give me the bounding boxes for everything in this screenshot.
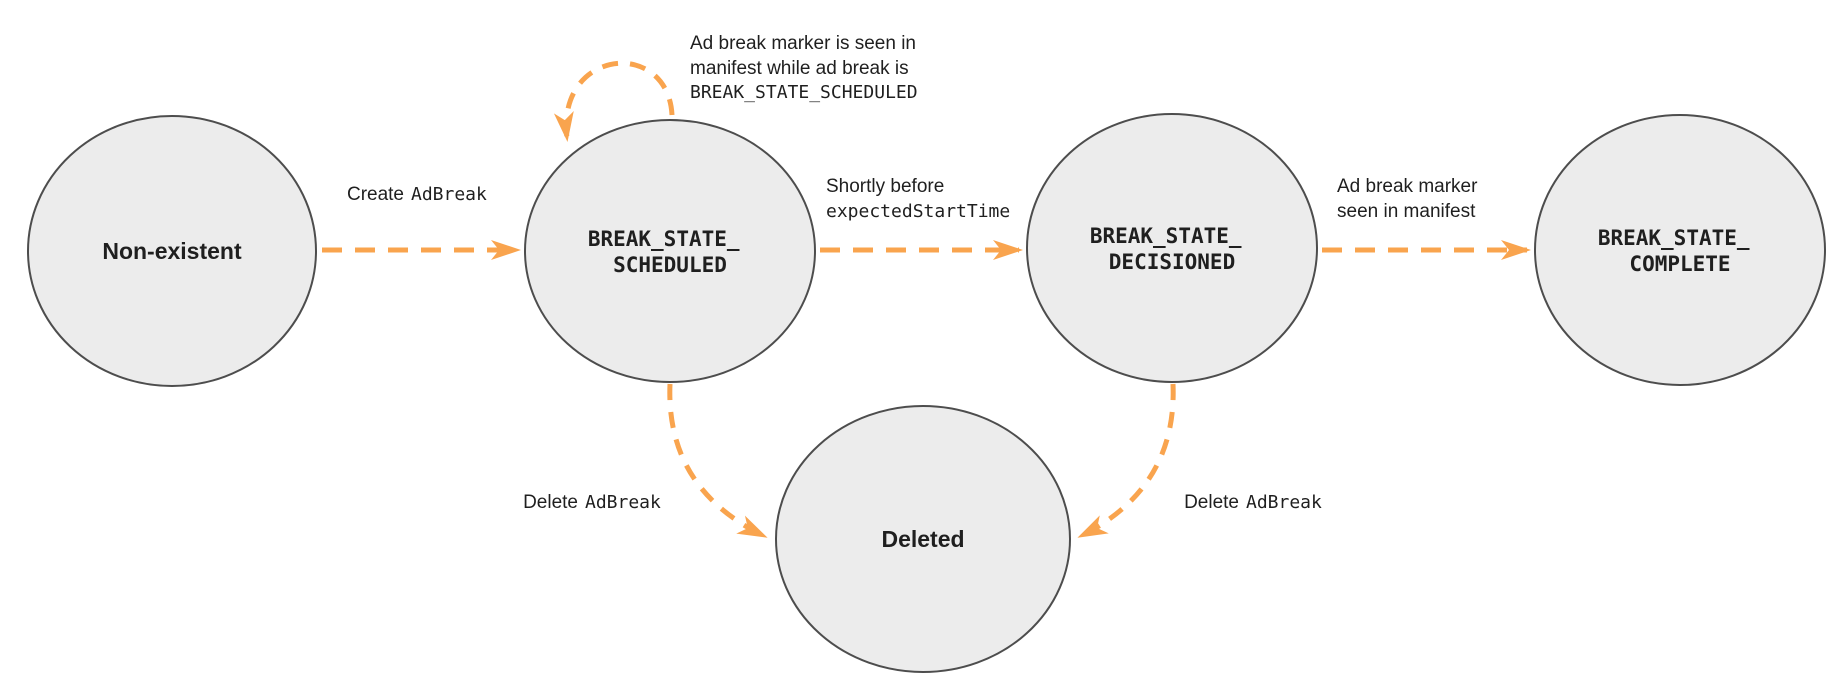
- edge-label-delete-left-code: AdBreak: [585, 492, 661, 513]
- state-label-non-existent: Non-existent: [102, 238, 242, 264]
- state-label-complete: BREAK_STATE_ COMPLETE: [1598, 226, 1762, 276]
- edge-label-self-loop-line3: BREAK_STATE_SCHEDULED: [690, 82, 918, 103]
- edge-label-delete-right-code: AdBreak: [1246, 492, 1322, 513]
- state-node-scheduled: [524, 119, 816, 383]
- edge-self-loop-scheduled: [553, 60, 675, 142]
- edge-label-delete-left-plain: Delete: [523, 492, 578, 513]
- edge-label-create-plain: Create: [347, 184, 404, 205]
- edge-label-marker-seen-line1: Ad break marker: [1337, 176, 1478, 197]
- state-node-deleted: [775, 405, 1071, 673]
- state-label-decisioned: BREAK_STATE_ DECISIONED: [1090, 224, 1254, 274]
- state-node-complete: [1534, 114, 1826, 386]
- edge-label-expected-start-time: expectedStartTime: [826, 201, 1010, 222]
- state-label-scheduled: BREAK_STATE_ SCHEDULED: [588, 227, 752, 277]
- edge-scheduled-to-deleted: [667, 383, 768, 539]
- edge-label-shortly-before: Shortly before: [826, 176, 944, 197]
- edge-decisioned-to-deleted: [1077, 383, 1176, 539]
- edge-label-self-loop-line1: Ad break marker is seen in: [690, 33, 916, 54]
- edge-label-marker-seen-line2: seen in manifest: [1337, 201, 1476, 222]
- edge-label-delete-right-plain: Delete: [1184, 492, 1239, 513]
- edge-label-create-code: AdBreak: [411, 184, 487, 205]
- edge-label-self-loop-line2: manifest while ad break is: [690, 58, 909, 79]
- state-node-decisioned: [1026, 113, 1318, 383]
- state-label-deleted: Deleted: [881, 526, 964, 552]
- state-node-non-existent: [27, 115, 317, 387]
